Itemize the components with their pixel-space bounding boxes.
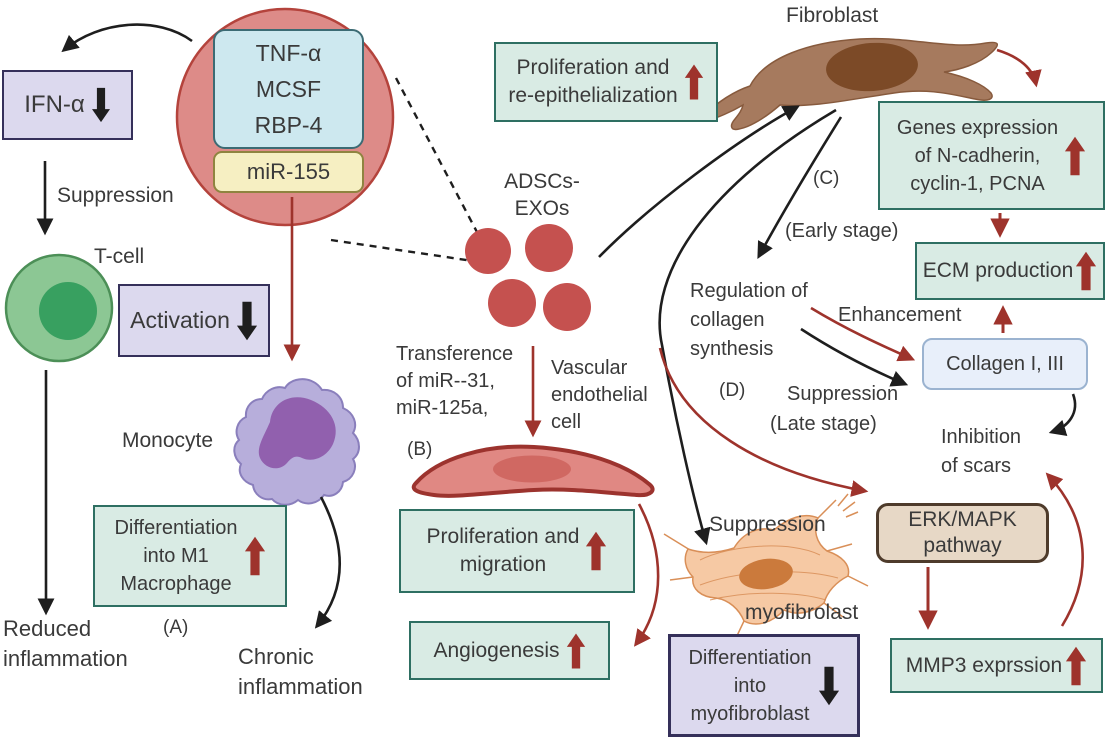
arrow-enhancement-to-collagen <box>810 306 916 362</box>
collagen-box: Collagen I, III <box>922 338 1088 390</box>
fibroblast-label: Fibroblast <box>786 4 879 27</box>
genes-line: Genes expression <box>896 116 1059 139</box>
t-cell-icon <box>4 253 114 363</box>
proliferation-migration-box: Proliferation and migration <box>399 509 635 593</box>
transference-label: Transference of miR--31, miR-125a, <box>396 343 514 419</box>
ecm-label: ECM production <box>922 259 1074 282</box>
panel-b-label: (B) <box>407 439 433 460</box>
angiogenesis-label: Angiogenesis <box>433 638 560 662</box>
ifn-label: IFN-α <box>24 91 85 118</box>
angiogenesis-box: Angiogenesis <box>409 621 610 680</box>
diff-m1-line: into M1 <box>143 545 209 567</box>
fibroblast-icon <box>700 37 998 131</box>
arrow-fibroblast-to-suppression <box>658 108 837 546</box>
late-stage-label: (Late stage) <box>770 413 877 435</box>
up-arrow-icon <box>566 633 585 668</box>
dashed-link-icon <box>394 77 480 235</box>
erk-mapk-box: ERK/MAPK pathway <box>876 503 1049 563</box>
suppression-bottom-label: Suppression <box>709 513 826 536</box>
up-arrow-icon <box>1065 136 1086 175</box>
arrow-mmp3-to-inhibition <box>1045 472 1084 627</box>
tnf-line: RBP-4 <box>254 112 323 138</box>
prolif-migration-line: migration <box>459 553 547 576</box>
erk-line: ERK/MAPK <box>908 508 1017 531</box>
panel-a-label: (A) <box>163 617 189 638</box>
reduced-inflammation-label: Reduced inflammation <box>3 616 128 671</box>
mir155-box: miR-155 <box>213 151 364 193</box>
panel-c-label: (C) <box>813 168 840 189</box>
tnf-box: TNF-α MCSF RBP-4 <box>213 29 364 149</box>
arrow-fibroblast-to-genes <box>996 48 1042 88</box>
diff-m1-line: Macrophage <box>120 573 232 595</box>
activation-box: Activation <box>118 284 270 357</box>
adscs-exos-label: ADSCs- EXOs <box>504 170 580 220</box>
arrow-collagen-to-inhibition <box>1048 393 1077 437</box>
up-arrow-icon <box>1066 646 1087 685</box>
diff-m1-line: Differentiation <box>114 517 238 539</box>
diff-myo-line: Differentiation <box>688 646 812 669</box>
diff-myo-line: myofibroblast <box>690 702 810 725</box>
collagen-label: Collagen I, III <box>946 352 1064 375</box>
down-arrow-icon <box>818 666 839 705</box>
arrow-exos-to-fibroblast <box>598 105 800 258</box>
arrow-fibroblast-to-regulation <box>757 116 843 259</box>
arrow-endothelial-to-angiogenesis <box>633 503 660 647</box>
chronic-inflammation-label: Chronic inflammation <box>238 644 363 699</box>
prolif-reepi-line: Proliferation and <box>516 56 670 79</box>
tnf-line: TNF-α <box>255 40 322 66</box>
arrow-monocyte-to-chronic <box>314 496 341 629</box>
mir155-label: miR-155 <box>246 159 331 184</box>
suppression-mid-label: Suppression <box>787 383 899 405</box>
enhancement-label: Enhancement <box>838 304 962 326</box>
dashed-link-icon <box>330 238 474 263</box>
up-arrow-icon <box>1076 251 1097 291</box>
monocyte-icon <box>233 378 360 506</box>
panel-d-label: (D) <box>719 380 746 401</box>
myofibroblast-label: myofibrolast <box>745 601 859 624</box>
inhibition-of-scars-label: Inhibition of scars <box>941 426 1022 477</box>
regulation-collagen-label: Regulation of collagen synthesis <box>690 280 808 360</box>
arrow-d-to-erk <box>658 347 869 497</box>
up-arrow-icon <box>244 536 265 576</box>
vascular-endothelial-cell-icon <box>411 444 655 498</box>
ifn-box: IFN-α <box>2 70 133 140</box>
differentiation-m1-box: Differentiation into M1 Macrophage <box>93 505 287 607</box>
mmp3-box: MMP3 exprssion <box>890 638 1103 693</box>
activation-label: Activation <box>130 307 230 333</box>
suppression-left-label: Suppression <box>57 184 174 207</box>
prolif-reepi-line: re-epithelialization <box>508 84 678 107</box>
myofibroblast-icon <box>663 493 869 641</box>
erk-line: pathway <box>923 534 1002 557</box>
diff-myo-line: into <box>733 674 767 697</box>
mmp3-label: MMP3 exprssion <box>905 653 1063 677</box>
t-cell-label: T-cell <box>94 245 145 268</box>
monocyte-label: Monocyte <box>122 429 214 452</box>
genes-line: cyclin-1, PCNA <box>910 172 1045 195</box>
ecm-production-box: ECM production <box>915 242 1105 300</box>
up-arrow-icon <box>684 64 703 100</box>
genes-line: of N-cadherin, <box>914 144 1041 167</box>
down-arrow-icon <box>236 301 257 340</box>
adscs-exosomes-icon <box>465 224 591 331</box>
arrow-suppression-to-collagen <box>800 327 909 387</box>
proliferation-reepithelialization-box: Proliferation and re-epithelialization <box>494 42 718 122</box>
red-arrows <box>283 48 1084 647</box>
up-arrow-icon <box>586 531 607 571</box>
arrow-circle-to-ifn <box>61 23 193 53</box>
differentiation-myofibroblast-box: Differentiation into myofibroblast <box>668 634 860 737</box>
vascular-endothelial-label: Vascular endothelial cell <box>551 357 648 433</box>
down-arrow-icon <box>91 87 110 123</box>
black-arrows <box>36 23 1077 629</box>
early-stage-label: (Early stage) <box>785 220 899 242</box>
genes-expression-box: Genes expression of N-cadherin, cyclin-1… <box>878 101 1105 210</box>
prolif-migration-line: Proliferation and <box>426 525 580 548</box>
tnf-line: MCSF <box>255 76 322 102</box>
